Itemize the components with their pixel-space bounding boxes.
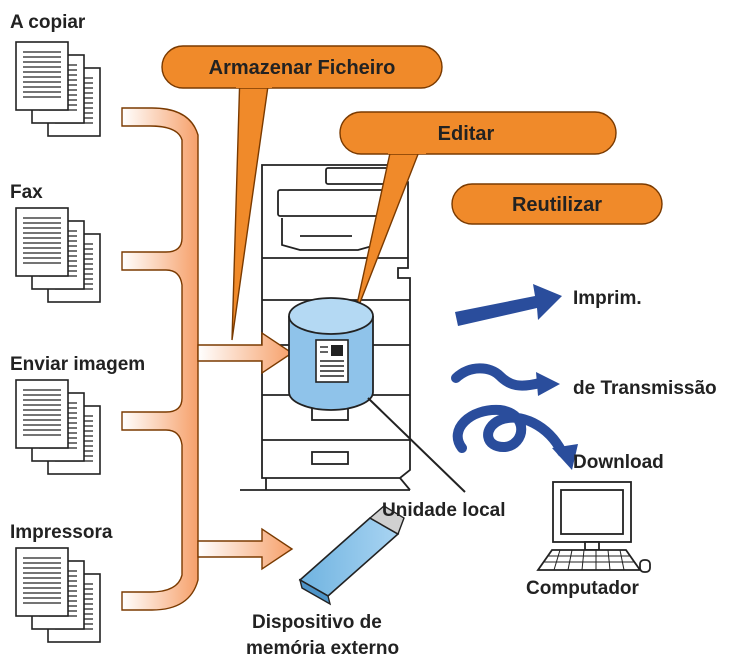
arrow-to-external-memory (197, 527, 294, 571)
local-drive-icon (288, 297, 374, 411)
input-flow (121, 107, 294, 611)
external-memory-label-2: memória externo (246, 638, 400, 659)
callout-store-text: Armazenar Ficheiro (209, 57, 396, 79)
local-drive-leader-line (367, 397, 466, 493)
external-memory-icon (298, 505, 405, 606)
callout-reuse: Reutilizar (451, 183, 663, 225)
source-label-copy: A copiar (10, 12, 86, 33)
document-stack-send-image (15, 379, 101, 475)
document-stack-copy (15, 41, 101, 137)
source-label-printer: Impressora (10, 522, 113, 543)
callout-edit-text: Editar (438, 123, 495, 145)
source-label-send-image: Enviar imagem (10, 354, 146, 375)
download-arrow-icon (452, 404, 578, 470)
callout-edit: Editar (339, 111, 617, 319)
document-stack-printer (15, 547, 101, 643)
computer-icon (536, 481, 651, 573)
external-memory-label-1: Dispositivo de (252, 612, 382, 633)
transmission-arrow-icon (451, 363, 560, 396)
callout-reuse-text: Reutilizar (512, 194, 602, 216)
callout-store-file: Armazenar Ficheiro (161, 45, 443, 341)
local-drive-label: Unidade local (382, 500, 506, 521)
arrow-to-local-drive (197, 331, 294, 375)
output-label-download: Download (573, 452, 664, 473)
output-label-print: Imprim. (573, 288, 642, 309)
output-label-transmission: de Transmissão (573, 378, 717, 399)
computer-label: Computador (526, 578, 639, 599)
flow-bracket (121, 107, 199, 611)
print-arrow-icon (455, 284, 562, 326)
source-label-fax: Fax (10, 182, 43, 203)
document-stack-fax (15, 207, 101, 303)
